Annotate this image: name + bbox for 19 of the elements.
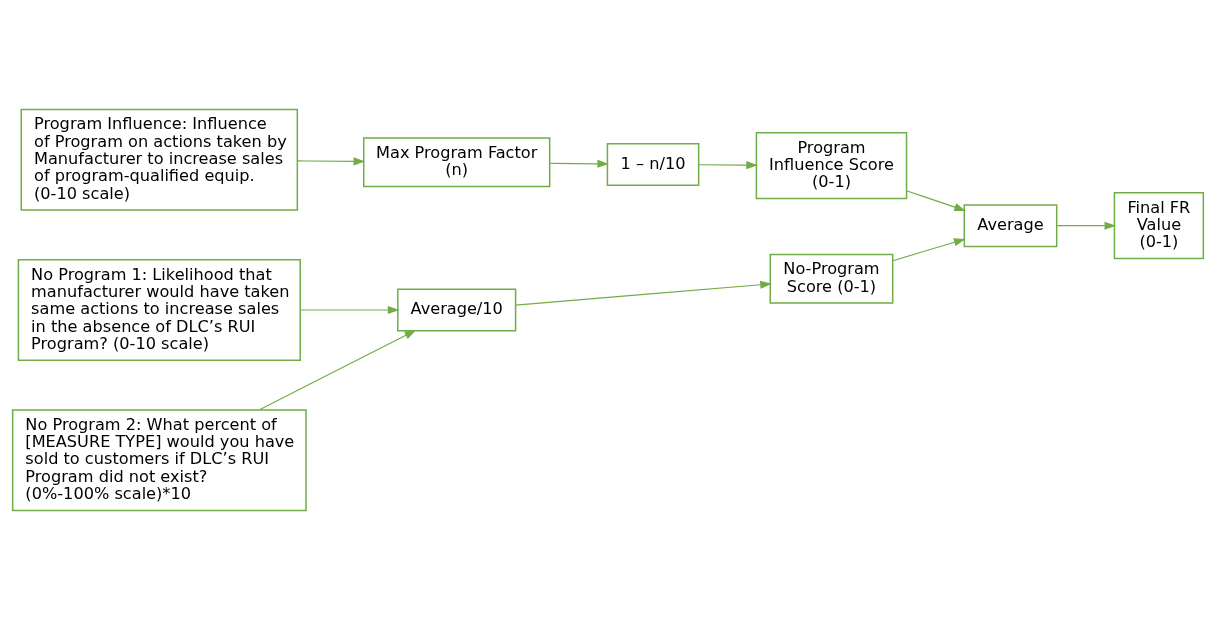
node-box: No Program 1: Likelihood that manufacturer would have taken same actions to increase sales in the absence of DLC’s RUI Program? (0-10 scale) (17, 258, 301, 361)
arrow (515, 280, 772, 306)
arrow (297, 156, 366, 165)
node-box: 1 – n/10 (606, 142, 700, 186)
node-box: Final FR Value (0-1) (1113, 191, 1205, 259)
node-box: Program Influence Score (0-1) (755, 131, 908, 199)
arrow (698, 160, 758, 169)
node-box: No Program 2: What percent of [MEASURE TYPE] would you have sold to customers if DLC’s RUI Program did not exist? (0%-100% scale)*10 (11, 408, 307, 511)
arrow (549, 159, 609, 168)
node-box: No-Program Score (0-1) (769, 253, 894, 304)
node-box: Average/10 (397, 287, 517, 332)
node-box: Max Program Factor (n) (363, 136, 551, 187)
node-box: Program Influence: Influence of Program on actions taken by Manufacturer to increase sales of program-qualified equip. (0-10 scale) (20, 108, 299, 211)
arrow (1056, 221, 1117, 230)
node-box: Average (963, 203, 1058, 247)
arrow (299, 305, 400, 314)
arrow (892, 237, 966, 261)
arrow (258, 329, 417, 410)
arrow (906, 189, 966, 211)
